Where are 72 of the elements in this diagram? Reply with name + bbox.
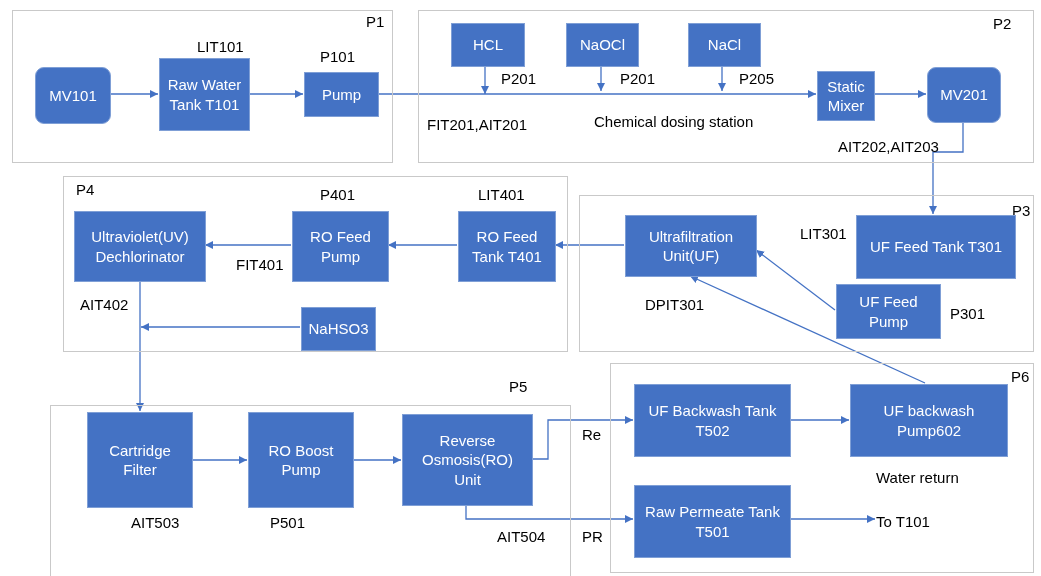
section-label: P4 <box>76 181 95 198</box>
process-box: RO Feed Tank T401 <box>458 211 556 282</box>
flow-arrow <box>597 65 605 92</box>
flow-arrow <box>109 90 159 98</box>
section-label: P5 <box>509 378 528 395</box>
process-box: UF Backwash Tank T502 <box>634 384 791 457</box>
process-box: Ultraviolet(UV) Dechlorinator <box>74 211 206 282</box>
instrument-label: P201 <box>620 70 656 87</box>
process-box: Pump <box>304 72 379 117</box>
process-panel <box>63 176 568 352</box>
tag-label: P501 <box>270 514 306 531</box>
instrument-label: AIT402 <box>80 296 129 313</box>
process-box: NaOCl <box>566 23 639 67</box>
process-box: Reverse Osmosis(RO) Unit <box>402 414 533 506</box>
flow-arrow <box>718 65 726 92</box>
tag-label: P401 <box>320 186 356 203</box>
process-box: Ultrafiltration Unit(UF) <box>625 215 757 277</box>
process-box: RO Boost Pump <box>248 412 354 508</box>
tag-label: LIT401 <box>478 186 525 203</box>
flow-arrow <box>929 121 964 215</box>
flow-arrow <box>481 65 489 95</box>
process-box: HCL <box>451 23 525 67</box>
process-panel <box>418 10 1034 163</box>
flow-arrow <box>689 275 926 384</box>
flow-arrow <box>873 90 927 98</box>
flow-arrow <box>755 249 836 311</box>
flow-arrow <box>387 241 458 249</box>
instrument-label: FIT201,AIT201 <box>427 116 528 133</box>
section-label: P1 <box>366 13 385 30</box>
instrument-label: P201 <box>501 70 537 87</box>
flow-arrow <box>789 515 876 523</box>
process-box: Raw Permeate Tank T501 <box>634 485 791 558</box>
process-box: NaHSO3 <box>301 307 376 351</box>
section-label: P2 <box>993 15 1012 32</box>
process-box: UF Feed Tank T301 <box>856 215 1016 279</box>
valve-box: MV101 <box>35 67 111 124</box>
flow-arrow <box>465 504 634 523</box>
instrument-label: DPIT301 <box>645 296 705 313</box>
process-panel <box>12 10 393 163</box>
tag-label: LIT101 <box>197 38 244 55</box>
process-box: UF Feed Pump <box>836 284 941 339</box>
instrument-label: Water return <box>876 469 959 486</box>
process-box: UF backwash Pump602 <box>850 384 1008 457</box>
tag-label: AIT503 <box>131 514 180 531</box>
flow-arrow <box>789 416 850 424</box>
instrument-label: FIT401 <box>236 256 284 273</box>
instrument-label: AIT202,AIT203 <box>838 138 939 155</box>
flow-arrow <box>191 456 248 464</box>
flow-arrow <box>140 323 301 331</box>
flow-arrow <box>136 280 144 412</box>
tag-label: P301 <box>950 305 986 322</box>
process-box: Static Mixer <box>817 71 875 121</box>
flow-arrow <box>248 90 304 98</box>
flow-arrow <box>377 90 817 98</box>
process-box: NaCl <box>688 23 761 67</box>
valve-box: MV201 <box>927 67 1001 123</box>
instrument-label: AIT504 <box>497 528 546 545</box>
process-panel <box>610 363 1034 573</box>
section-label: P6 <box>1011 368 1030 385</box>
flow-arrow <box>554 241 625 249</box>
tag-label: P101 <box>320 48 356 65</box>
tag-label: LIT301 <box>800 225 847 242</box>
flow-arrow <box>531 416 634 460</box>
process-box: Cartridge Filter <box>87 412 193 508</box>
process-panel <box>579 195 1034 352</box>
flow-arrow <box>204 241 292 249</box>
destination-text: To T101 <box>876 509 946 533</box>
process-box: Raw Water Tank T101 <box>159 58 250 131</box>
instrument-label: P205 <box>739 70 775 87</box>
instrument-label: Chemical dosing station <box>594 113 754 130</box>
flow-arrow <box>352 456 402 464</box>
process-box: RO Feed Pump <box>292 211 389 282</box>
